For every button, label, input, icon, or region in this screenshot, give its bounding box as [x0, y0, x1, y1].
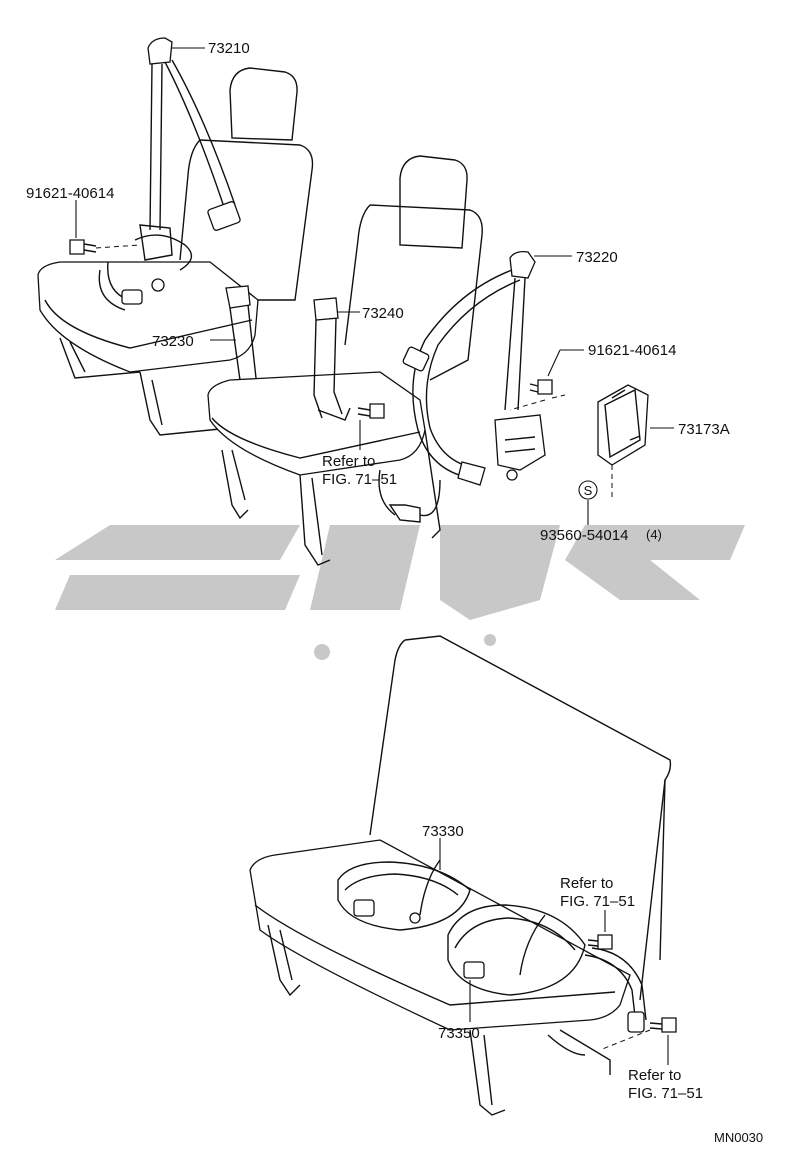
front-left-seat	[37, 67, 314, 436]
label-refer1-line2: FIG. 71–51	[322, 471, 397, 488]
watermark-logo	[55, 525, 745, 660]
rear-bench-seat	[249, 635, 672, 1116]
label-refer2-line1: Refer to	[560, 875, 613, 892]
s-symbol-text: S	[584, 483, 593, 498]
diagram-code: MN0030	[714, 1130, 763, 1145]
label-93560: 93560-54014	[540, 527, 628, 544]
label-refer3-line1: Refer to	[628, 1067, 681, 1084]
label-73173A: 73173A	[678, 421, 730, 438]
lap-belt-73350	[447, 904, 647, 1033]
bolt-rear-upper	[587, 934, 613, 950]
label-91621-left: 91621-40614	[26, 185, 114, 202]
label-73240: 73240	[362, 305, 404, 322]
lap-belt-73330	[337, 859, 471, 931]
label-73350: 73350	[438, 1025, 480, 1042]
label-73230: 73230	[152, 333, 194, 350]
bolt-rear-lower	[599, 1017, 677, 1051]
leader-lines	[75, 47, 674, 1065]
label-refer2-line2: FIG. 71–51	[560, 893, 635, 910]
bracket-73173A	[597, 384, 649, 500]
label-93560-qty: (4)	[646, 527, 662, 542]
bolt-91621-left	[69, 239, 141, 255]
buckle-73240	[313, 297, 351, 421]
front-center-seat	[207, 155, 483, 566]
label-91621-right: 91621-40614	[588, 342, 676, 359]
s-symbol: S	[578, 480, 598, 500]
seat-belt-73210	[98, 37, 241, 311]
label-refer1-line1: Refer to	[322, 453, 375, 470]
bolt-91621-right	[509, 379, 566, 411]
seat-belt-73220	[378, 250, 546, 523]
label-73330: 73330	[422, 823, 464, 840]
label-73210: 73210	[208, 40, 250, 57]
bolt-refer-center	[357, 403, 385, 419]
label-73220: 73220	[576, 249, 618, 266]
label-refer3-line2: FIG. 71–51	[628, 1085, 703, 1102]
